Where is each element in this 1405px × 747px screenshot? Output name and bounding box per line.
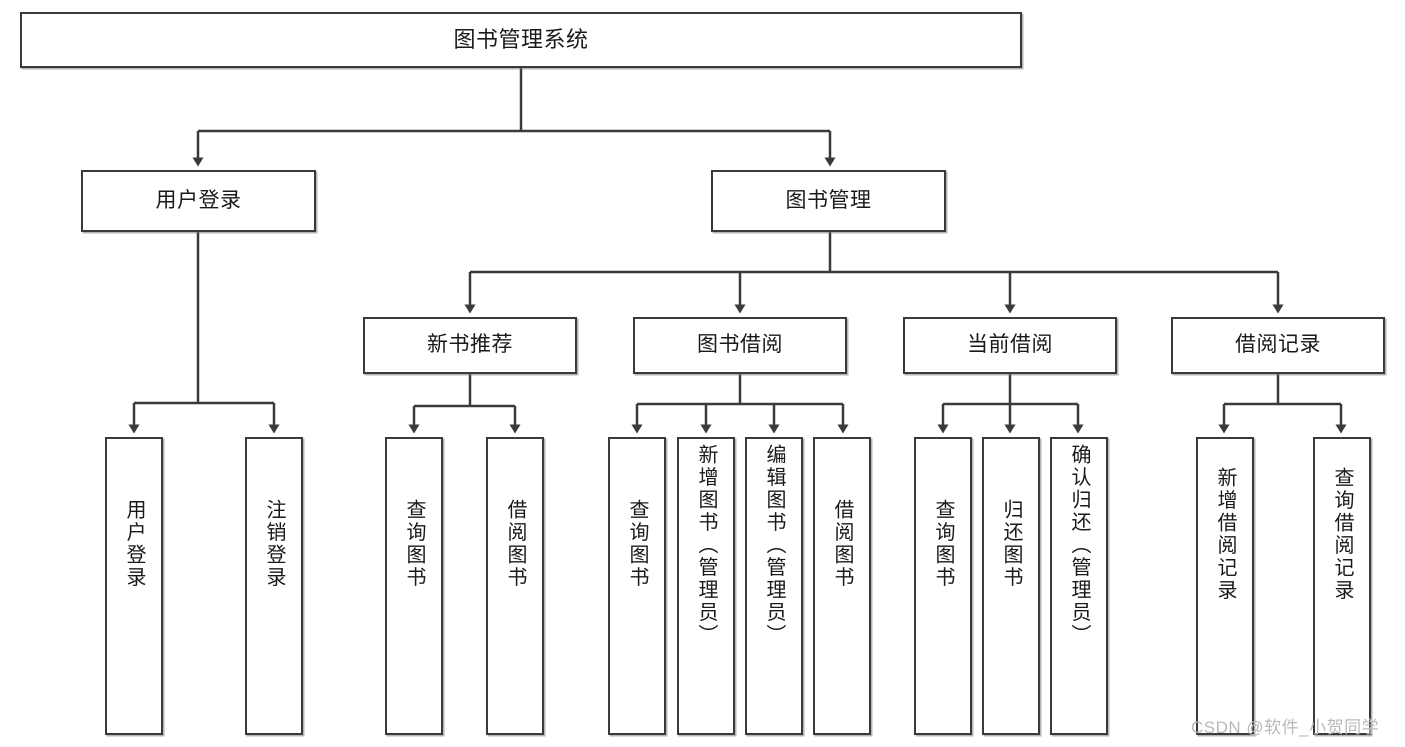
node-label: 借阅记录 [1235,333,1321,357]
node-label: 图书管理 [785,188,872,212]
node-label: 查询借阅记录 [1331,467,1353,602]
leaf-logout[interactable]: 注销登录 [245,437,303,735]
node-label: 注销登录 [263,499,285,589]
node-label: 新增图书（管理员） [695,444,717,647]
leaf-confirm-return-admin[interactable]: 确认归还（管理员） [1050,437,1108,735]
node-label: 用户登录 [155,188,242,212]
node-book-borrowing[interactable]: 图书借阅 [633,317,847,374]
node-label: 图书借阅 [697,333,783,357]
node-book-management[interactable]: 图书管理 [711,170,946,232]
leaf-borrow-book-recommendation[interactable]: 借阅图书 [486,437,544,735]
node-label: 当前借阅 [967,333,1053,357]
node-label: 归还图书 [1000,499,1022,589]
node-root-book-management-system[interactable]: 图书管理系统 [20,12,1022,68]
leaf-return-book[interactable]: 归还图书 [982,437,1040,735]
node-label: 借阅图书 [504,499,526,589]
node-label: 新增借阅记录 [1214,467,1236,602]
node-label: 确认归还（管理员） [1068,444,1090,647]
node-label: 查询图书 [403,499,425,589]
node-label: 借阅图书 [831,499,853,589]
leaf-query-book-current[interactable]: 查询图书 [914,437,972,735]
node-label: 新书推荐 [427,333,513,357]
node-new-book-recommendation[interactable]: 新书推荐 [363,317,577,374]
node-label: 查询图书 [932,499,954,589]
node-borrowing-record[interactable]: 借阅记录 [1171,317,1385,374]
leaf-add-borrowing-record[interactable]: 新增借阅记录 [1196,437,1254,735]
leaf-query-borrowing-record[interactable]: 查询借阅记录 [1313,437,1371,735]
leaf-add-book-admin[interactable]: 新增图书（管理员） [677,437,735,735]
leaf-query-book-borrowing[interactable]: 查询图书 [608,437,666,735]
node-label: 编辑图书（管理员） [763,444,785,647]
node-current-borrowing[interactable]: 当前借阅 [903,317,1117,374]
node-label: 用户登录 [123,499,145,589]
leaf-user-login[interactable]: 用户登录 [105,437,163,735]
node-label: 查询图书 [626,499,648,589]
leaf-edit-book-admin[interactable]: 编辑图书（管理员） [745,437,803,735]
node-user-login[interactable]: 用户登录 [81,170,316,232]
leaf-query-book-recommendation[interactable]: 查询图书 [385,437,443,735]
csdn-watermark: CSDN @软件_小贺同学 [1191,718,1380,737]
leaf-borrow-book-borrowing[interactable]: 借阅图书 [813,437,871,735]
node-label: 图书管理系统 [453,27,589,53]
